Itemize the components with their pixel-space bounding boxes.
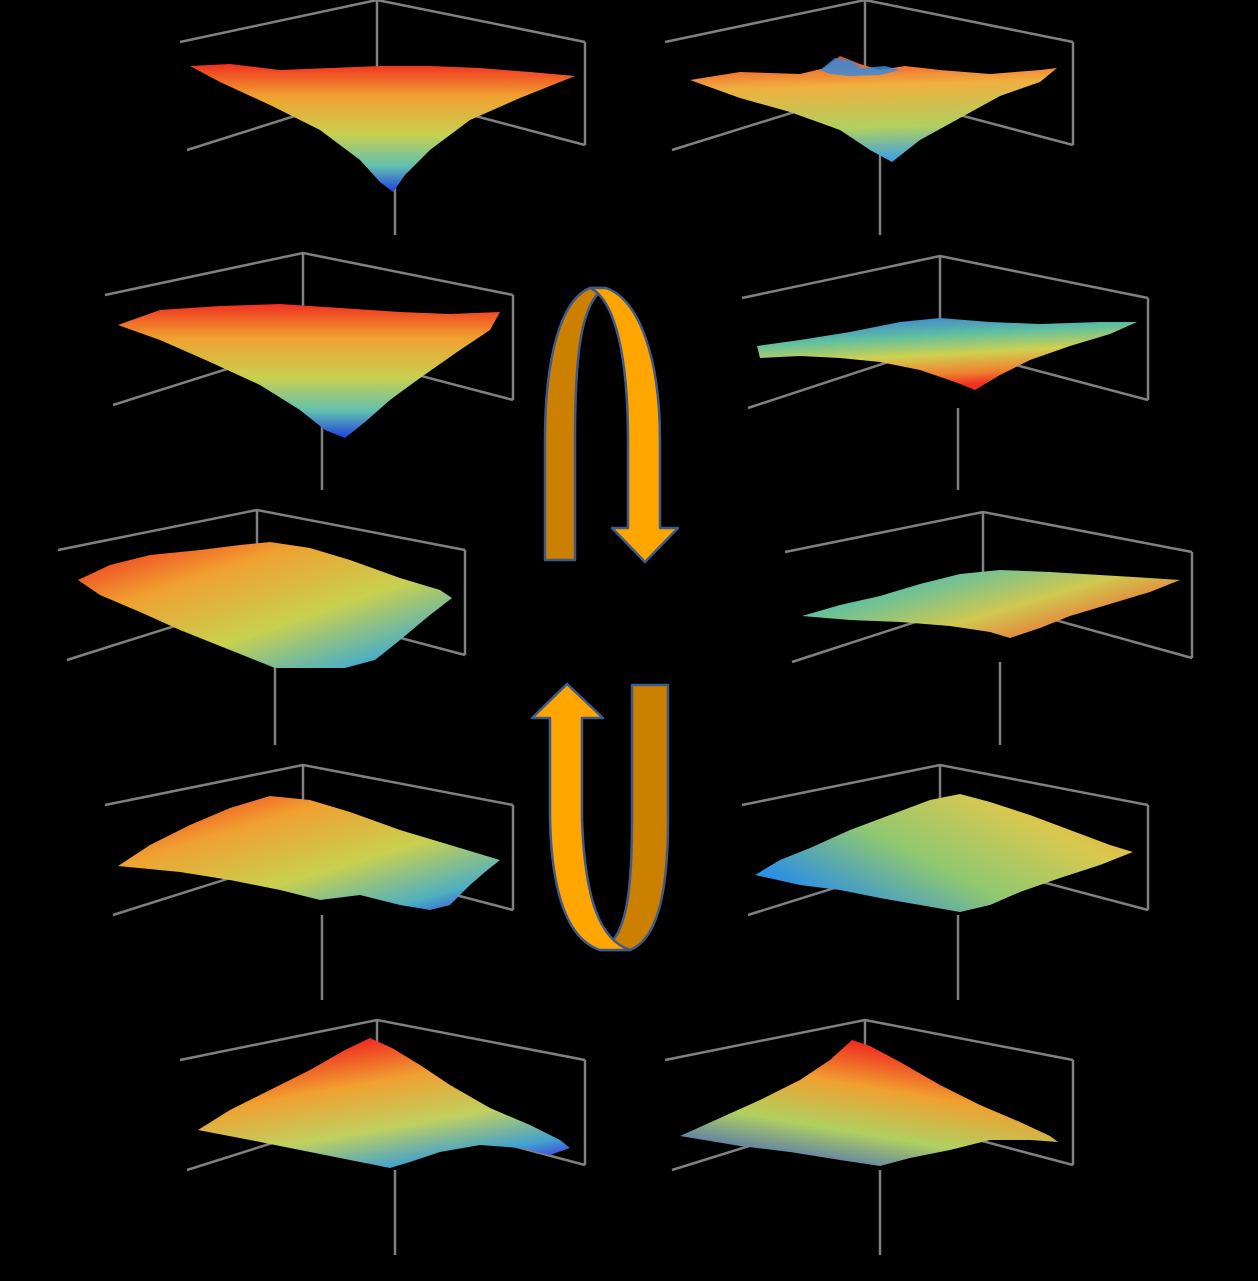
- surface-panel-R4: [741, 763, 1150, 1000]
- surface-panel-R5: [664, 1018, 1075, 1255]
- surface-panel-L4: [104, 763, 515, 1000]
- surface: [118, 796, 500, 910]
- surface: [198, 1038, 570, 1168]
- surface: [680, 1040, 1058, 1166]
- surface: [78, 542, 452, 668]
- surface-panel-L2: [104, 251, 515, 490]
- surface-panel-R2: [741, 254, 1150, 490]
- rotation-arrow-counterclockwise-icon: [530, 682, 670, 952]
- rotation-arrow-clockwise-icon: [543, 286, 680, 564]
- surface: [755, 794, 1133, 912]
- surface-panel-L1: [179, 0, 587, 235]
- surface: [690, 56, 1057, 162]
- surface-panel-R1: [664, 0, 1075, 235]
- surface: [190, 64, 575, 192]
- surface-panel-L3: [57, 508, 467, 745]
- surface: [118, 304, 500, 438]
- surface-panel-R3: [784, 510, 1194, 745]
- surface: [757, 318, 1137, 390]
- surface-panel-L5: [179, 1018, 587, 1255]
- surface: [802, 570, 1180, 638]
- surface-blue-bump: [820, 58, 900, 76]
